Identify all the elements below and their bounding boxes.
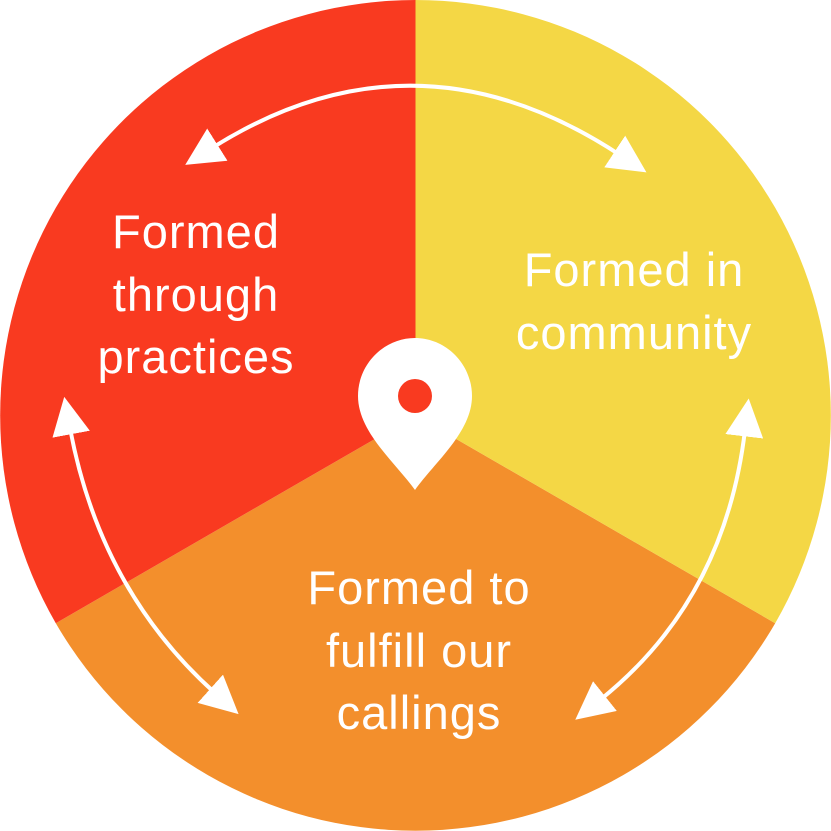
callings-label-line-3: callings xyxy=(337,686,502,739)
arrow-top xyxy=(185,83,647,173)
arrow-right xyxy=(575,398,764,720)
location-pin-icon xyxy=(358,338,472,490)
community-label-line-1: Formed in xyxy=(524,243,745,296)
callings-label-line-1: Formed to xyxy=(307,561,530,614)
arrow-left xyxy=(52,396,239,715)
practices-label-line-1: Formed xyxy=(112,205,280,258)
practices-label-line-2: through xyxy=(113,268,279,321)
segment-callings xyxy=(55,415,776,831)
community-label-line-2: community xyxy=(516,306,752,359)
practices-label-line-3: practices xyxy=(97,330,294,383)
callings-label-line-2: fulfill our xyxy=(326,624,512,677)
